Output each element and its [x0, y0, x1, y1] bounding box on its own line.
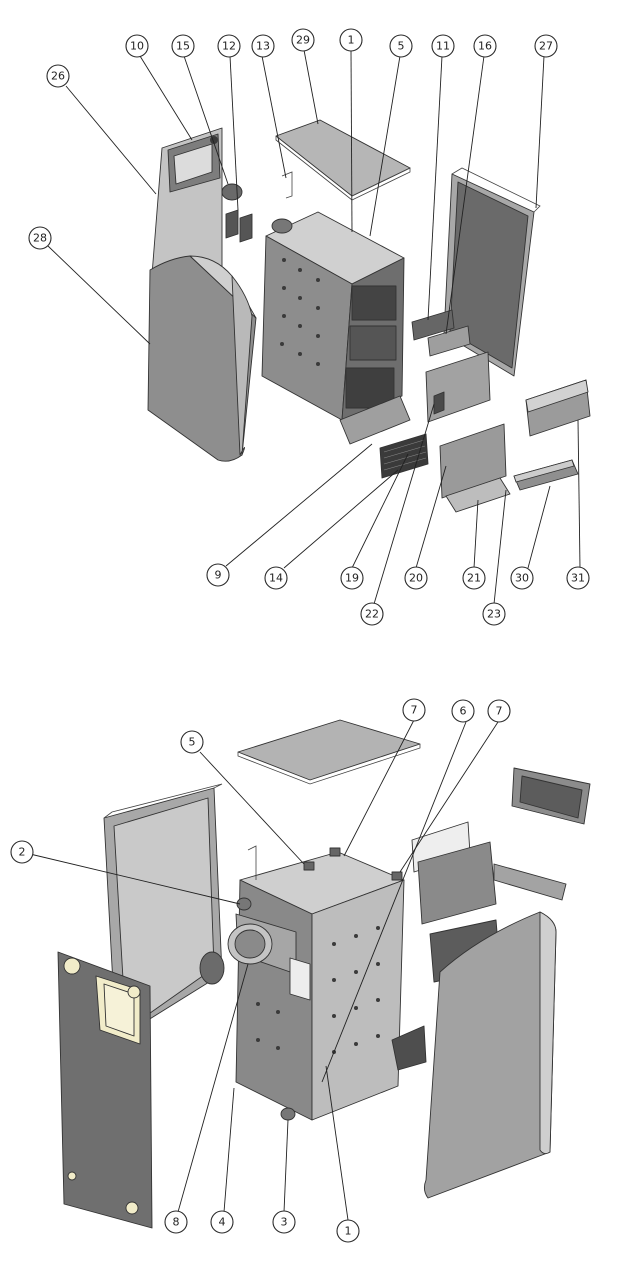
- part-number-label: 28: [33, 232, 47, 245]
- label-bubble: 21: [462, 566, 486, 590]
- part-number-label: 8: [173, 1216, 180, 1229]
- label-bubble: 4: [210, 1210, 234, 1234]
- part-number-label: 14: [269, 572, 283, 585]
- label-bubble: 10: [125, 34, 149, 58]
- part-number-label: 30: [515, 572, 529, 585]
- part-number-label: 31: [571, 572, 585, 585]
- part-lower-door: [439, 423, 511, 513]
- part-main-body: [261, 211, 411, 445]
- part-number-label: 16: [478, 40, 492, 53]
- bottom-part-labels: 7 6 7 5 2 8 4 3 1: [10, 698, 511, 1243]
- part-number-label: 3: [281, 1216, 288, 1229]
- top-part-labels: 10 15 12 13 29 1 5 11 16 27 26 28 9 14 1…: [28, 28, 590, 626]
- label-bubble: 20: [404, 566, 428, 590]
- label-bubble: 7: [402, 698, 426, 722]
- part-small-cover: [525, 379, 591, 437]
- part-bar: [513, 459, 579, 491]
- label-bubble: 23: [482, 602, 506, 626]
- label-bubble: 5: [389, 34, 413, 58]
- label-bubble: 9: [206, 563, 230, 587]
- part-number-label: 15: [176, 40, 190, 53]
- part-number-label: 26: [51, 70, 65, 83]
- part-top-plate: [275, 119, 411, 201]
- part-left-front-panel: [57, 951, 153, 1229]
- part-number-label: 6: [460, 705, 467, 718]
- part-number-label: 21: [467, 572, 481, 585]
- part-number-label: 7: [411, 704, 418, 717]
- bottom-leader-lines: [29, 719, 499, 1221]
- label-bubble: 7: [487, 699, 511, 723]
- label-bubble: 1: [336, 1219, 360, 1243]
- part-number-label: 12: [222, 40, 236, 53]
- label-bubble: 5: [180, 730, 204, 754]
- part-number-label: 7: [496, 705, 503, 718]
- label-bubble: 14: [264, 566, 288, 590]
- part-door-plates: [411, 309, 471, 357]
- label-bubble: 6: [451, 699, 475, 723]
- label-bubble: 22: [360, 602, 384, 626]
- top-exploded-view: 10 15 12 13 29 1 5 11 16 27 26 28 9 14 1…: [28, 28, 591, 626]
- part-number-label: 2: [19, 846, 26, 859]
- label-bubble: 27: [534, 34, 558, 58]
- part-right-large-panel: [423, 911, 557, 1199]
- part-grate: [379, 433, 429, 479]
- label-bubble: 16: [473, 34, 497, 58]
- part-number-label: 10: [130, 40, 144, 53]
- label-bubble: 2: [10, 840, 34, 864]
- part-left-back-panel: [103, 783, 225, 1041]
- part-main-body-b: [227, 845, 427, 1121]
- label-bubble: 26: [46, 64, 70, 88]
- part-number-label: 11: [436, 40, 450, 53]
- part-top-plate-b: [237, 719, 421, 785]
- label-bubble: 19: [340, 566, 364, 590]
- part-left-cover-panel: [147, 255, 257, 462]
- part-number-label: 20: [409, 572, 423, 585]
- label-bubble: 13: [251, 34, 275, 58]
- part-number-label: 13: [256, 40, 270, 53]
- part-number-label: 9: [215, 569, 222, 582]
- part-right-side-panel: [443, 167, 541, 377]
- label-bubble: 28: [28, 226, 52, 250]
- part-number-label: 22: [365, 608, 379, 621]
- part-number-label: 4: [219, 1216, 226, 1229]
- label-bubble: 15: [171, 34, 195, 58]
- label-bubble: 11: [431, 34, 455, 58]
- part-number-label: 23: [487, 608, 501, 621]
- label-bubble: 8: [164, 1210, 188, 1234]
- part-number-label: 1: [345, 1225, 352, 1238]
- label-bubble: 12: [217, 34, 241, 58]
- part-number-label: 1: [348, 34, 355, 47]
- part-number-label: 27: [539, 40, 553, 53]
- label-bubble: 1: [339, 28, 363, 52]
- label-bubble: 29: [291, 28, 315, 52]
- part-number-label: 5: [398, 40, 405, 53]
- part-number-label: 29: [296, 34, 310, 47]
- part-number-label: 5: [189, 736, 196, 749]
- bottom-exploded-view: 7 6 7 5 2 8 4 3 1: [10, 698, 591, 1243]
- part-door-panel: [425, 351, 491, 423]
- top-leader-lines: [47, 49, 581, 605]
- label-bubble: 30: [510, 566, 534, 590]
- part-number-label: 19: [345, 572, 359, 585]
- label-bubble: 3: [272, 1210, 296, 1234]
- label-bubble: 31: [566, 566, 590, 590]
- part-rear-frame: [511, 767, 591, 825]
